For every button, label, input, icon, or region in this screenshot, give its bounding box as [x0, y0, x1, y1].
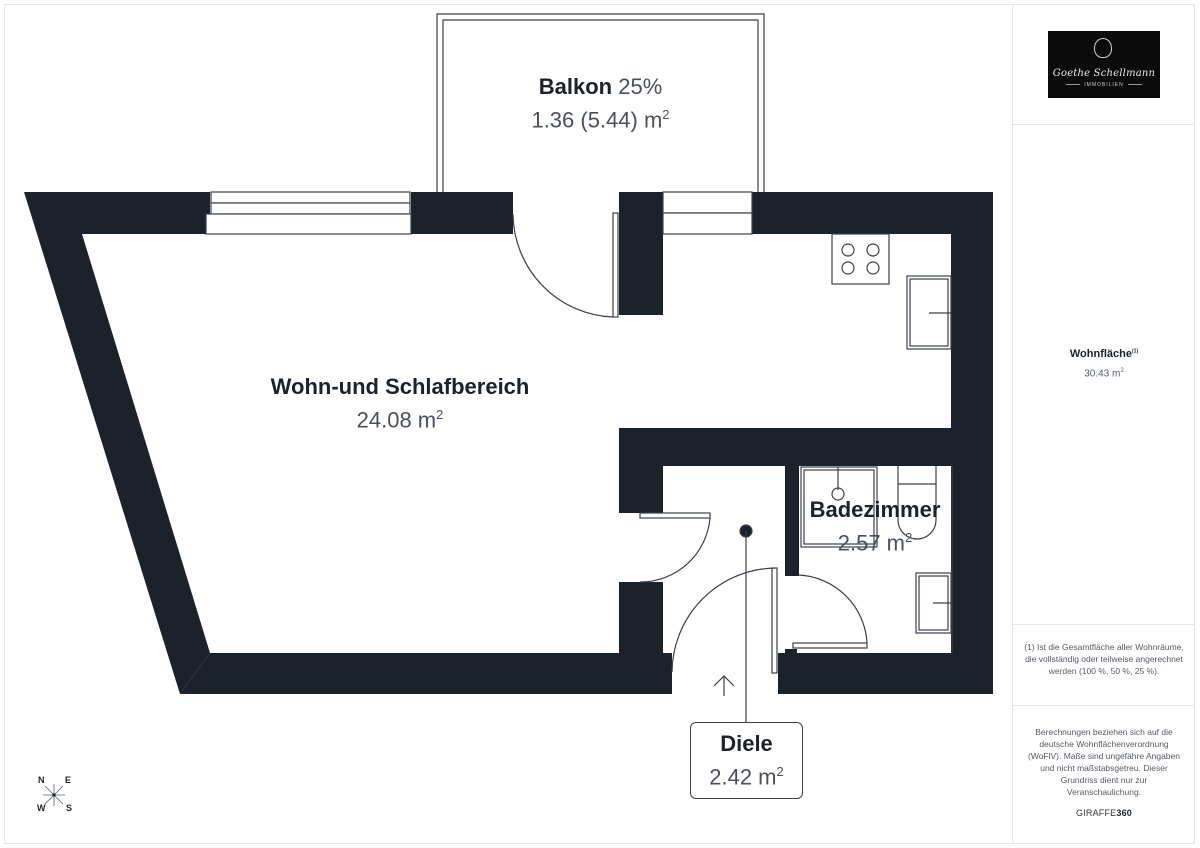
disclaimer-cell: Berechnungen beziehen sich auf die deuts…: [1013, 706, 1195, 844]
room-name-diele: Diele: [720, 731, 773, 756]
room-name-bad: Badezimmer: [809, 497, 941, 522]
living-area-title: Wohnfläche: [1069, 348, 1132, 360]
page-frame: [4, 4, 1195, 844]
wall-bottom-left: [180, 653, 672, 694]
wall-top-left: [24, 192, 210, 234]
logo-cell: Goethe Schellmann IMMOBILIEN: [1013, 4, 1195, 125]
room-area-balkon: 1.36 (5.44) m: [531, 107, 663, 133]
wall-top-middle: [411, 192, 513, 234]
floor-plan: Balkon 25% 1.36 (5.44) m2 Wohn-und Schla…: [24, 13, 993, 815]
info-panel: Goethe Schellmann IMMOBILIEN Wohnfläche(…: [1012, 4, 1195, 844]
compass-w: W: [37, 803, 46, 813]
room-area-wohn: 24.08 m: [356, 407, 437, 433]
living-area-value: 30.43 m: [1084, 368, 1121, 380]
entrance-arrow-icon: [713, 675, 735, 696]
living-area-cell: Wohnfläche(1) 30.43 m2: [1013, 125, 1195, 625]
balcony-outline: [436, 13, 765, 192]
compass-s: S: [66, 803, 73, 813]
walls: [24, 192, 993, 694]
bathroom-door: [792, 574, 868, 649]
hall-door-living: [639, 512, 711, 583]
room-area-bad: 2.57 m: [837, 530, 906, 556]
wall-hall-left-upper: [619, 428, 663, 513]
wall-left-slanted: [24, 192, 210, 694]
balcony-door: [512, 212, 619, 318]
logo-subtitle: IMMOBILIEN: [1048, 82, 1160, 88]
room-area-diele: 2.42 m: [709, 764, 777, 790]
diele-pointer: [739, 524, 753, 722]
lion-icon: [1094, 38, 1112, 58]
toilet-icon: [897, 466, 953, 653]
room-label-balkon: Balkon 25% 1.36 (5.44) m2: [531, 74, 670, 133]
room-name-wohn: Wohn-und Schlafbereich: [270, 374, 530, 399]
company-logo: Goethe Schellmann IMMOBILIEN: [1048, 31, 1160, 98]
room-percent-balkon: 25%: [618, 74, 663, 99]
shower-icon: [800, 466, 878, 548]
brand-logo: GIRAFFE360: [1075, 808, 1133, 818]
room-label-bad: Badezimmer 2.57 m2: [790, 497, 960, 558]
wall-hall-bath: [785, 466, 799, 576]
footnote-mark: (1): [1132, 348, 1139, 355]
room-label-diele: Diele 2.42 m2: [690, 722, 803, 799]
room-label-wohn: Wohn-und Schlafbereich 24.08 m2: [200, 374, 600, 435]
compass-rose: [43, 784, 65, 806]
room-name-balkon: Balkon: [538, 74, 613, 99]
footnote-cell: (1) Ist die Gesamtfläche aller Wohnräume…: [1013, 625, 1195, 706]
footnote-text: (1) Ist die Gesamtfläche aller Wohnräume…: [1024, 642, 1184, 676]
disclaimer-text: Berechnungen beziehen sich auf die deuts…: [1028, 727, 1180, 797]
compass-n: N: [38, 775, 45, 785]
stove-icon: [831, 233, 890, 285]
window-kitchen: [662, 191, 753, 235]
wall-bottom-right: [778, 653, 993, 694]
wall-pillar: [619, 192, 663, 315]
compass-icon: N E W S: [36, 775, 74, 815]
entrance-door: [671, 567, 778, 674]
compass-e: E: [65, 775, 72, 785]
window-living: [205, 191, 412, 235]
wall-mid-horizontal: [619, 428, 993, 466]
logo-script: Goethe Schellmann: [1052, 68, 1156, 79]
floor-plan-drawing: [24, 13, 993, 722]
bathroom-sink-icon: [915, 572, 952, 634]
kitchen-sink-icon: [906, 275, 952, 350]
